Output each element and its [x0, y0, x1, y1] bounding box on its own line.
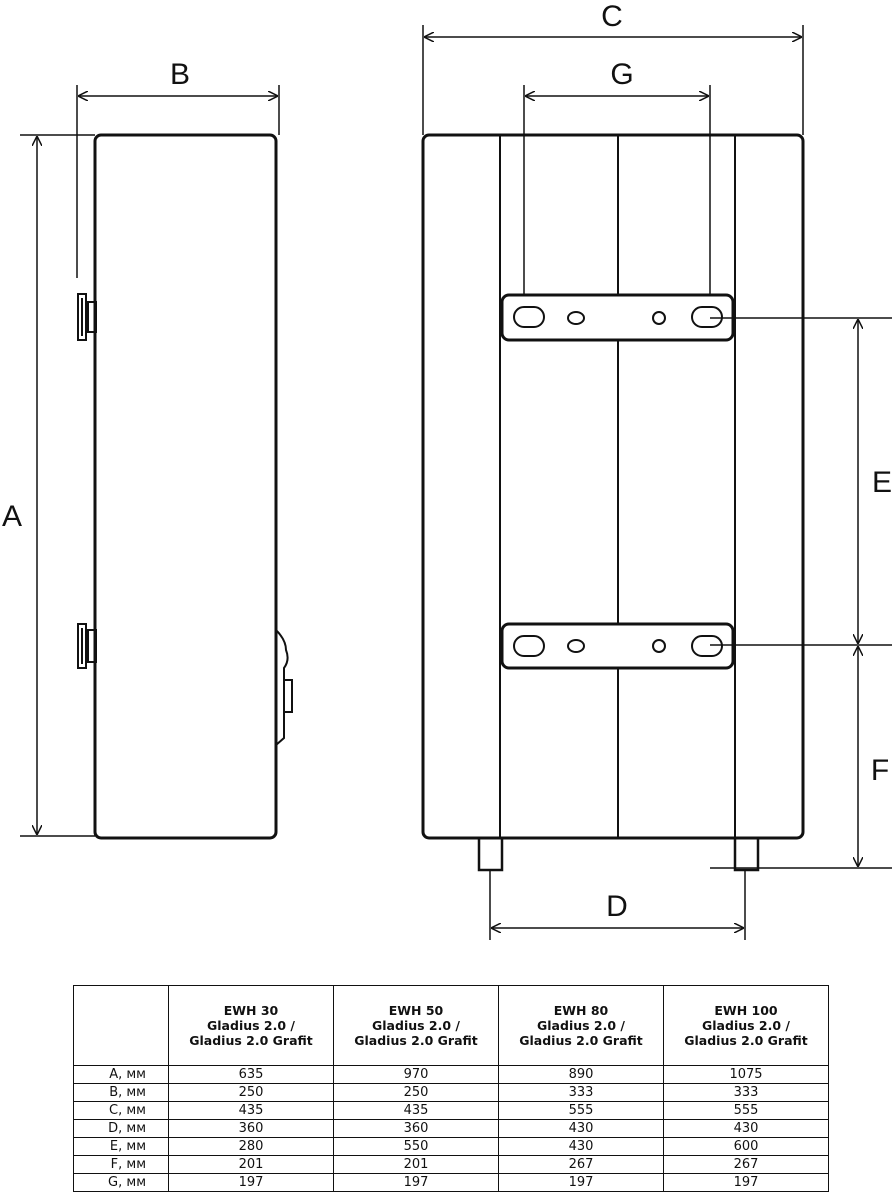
table-cell: 197 [333, 1173, 499, 1192]
table-cell: 360 [168, 1119, 334, 1138]
table-cell: 435 [333, 1101, 499, 1120]
table-cell: 555 [663, 1101, 829, 1120]
table-cell: 197 [168, 1173, 334, 1192]
label-c: C [601, 0, 623, 33]
label-d: D [606, 890, 628, 923]
label-b: B [170, 58, 190, 91]
table-cell: 635 [168, 1065, 334, 1084]
row-label: B, мм [73, 1083, 169, 1102]
dimension-c [422, 25, 804, 135]
label-f: F [871, 754, 889, 787]
corner-cell [73, 985, 169, 1066]
row-label: A, мм [73, 1065, 169, 1084]
dimension-e [710, 317, 892, 646]
inlet-pipe [477, 836, 504, 872]
front-view [421, 133, 805, 872]
mounting-hook-top [77, 293, 97, 341]
label-e: E [872, 466, 892, 499]
table-cell: 201 [168, 1155, 334, 1174]
row-label: C, мм [73, 1101, 169, 1120]
table-cell: 550 [333, 1137, 499, 1156]
mounting-hook-bottom [77, 623, 97, 669]
table-cell: 1075 [663, 1065, 829, 1084]
row-label: F, мм [73, 1155, 169, 1174]
table-cell: 333 [663, 1083, 829, 1102]
table-cell: 197 [663, 1173, 829, 1192]
table-cell: 600 [663, 1137, 829, 1156]
control-unit [275, 629, 293, 746]
dimension-a [20, 134, 95, 837]
row-label: G, мм [73, 1173, 169, 1192]
outlet-pipe [733, 836, 760, 872]
table-cell: 267 [498, 1155, 664, 1174]
table-cell: 333 [498, 1083, 664, 1102]
dimension-f [710, 647, 892, 869]
table-cell: 430 [498, 1137, 664, 1156]
table-cell: 250 [168, 1083, 334, 1102]
dimension-b [76, 85, 280, 278]
table-cell: 201 [333, 1155, 499, 1174]
dimension-g [523, 85, 711, 296]
table-cell: 267 [663, 1155, 829, 1174]
table-cell: 280 [168, 1137, 334, 1156]
table-cell: 360 [333, 1119, 499, 1138]
label-a: A [2, 500, 22, 533]
table-cell: 890 [498, 1065, 664, 1084]
row-label: E, мм [73, 1137, 169, 1156]
row-label: D, мм [73, 1119, 169, 1138]
mounting-bracket-bottom [500, 622, 735, 670]
table-cell: 970 [333, 1065, 499, 1084]
table-cell: 197 [498, 1173, 664, 1192]
dimension-d [489, 870, 746, 940]
table-cell: 555 [498, 1101, 664, 1120]
side-view [77, 133, 293, 840]
mounting-bracket-top [500, 293, 735, 342]
table-cell: 435 [168, 1101, 334, 1120]
table-cell: 430 [663, 1119, 829, 1138]
label-g: G [610, 58, 633, 91]
dimension-drawing: A B C G E F D [2, 0, 892, 940]
table-cell: 430 [498, 1119, 664, 1138]
table-cell: 250 [333, 1083, 499, 1102]
